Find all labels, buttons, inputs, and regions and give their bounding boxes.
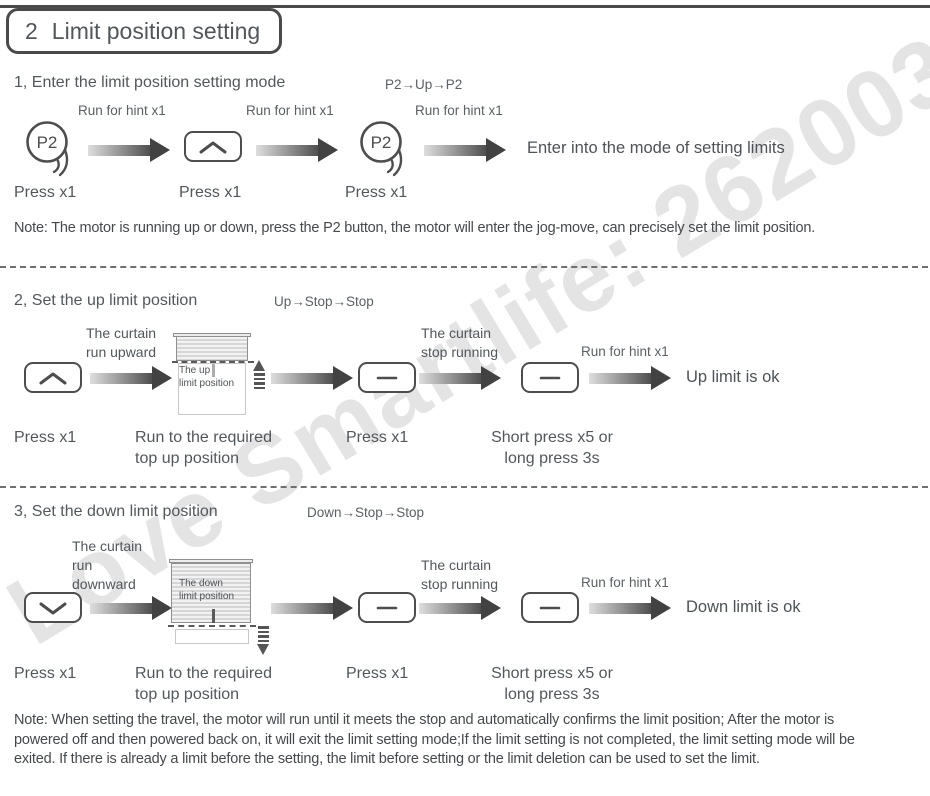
top-border-line <box>0 5 930 8</box>
run-hint-label: Run for hint x1 <box>78 103 166 118</box>
up-button-icon <box>184 131 242 162</box>
flow-arrow <box>88 138 170 162</box>
press-label: Press x1 <box>345 184 408 201</box>
chevron-down-icon <box>39 602 67 614</box>
flow-arrow <box>271 596 353 620</box>
flow-arrow <box>589 366 671 390</box>
minus-icon <box>539 606 561 609</box>
section1-result: Enter into the mode of setting limits <box>527 139 785 157</box>
section2-heading: 2, Set the up limit position <box>14 292 198 309</box>
flow-arrow <box>419 596 501 620</box>
curtain-body <box>171 563 251 623</box>
limit-label: The up <box>179 365 211 376</box>
run-hint-label: Run for hint x1 <box>581 575 669 590</box>
limit-label: limit position <box>179 378 235 389</box>
limit-dash-line <box>172 361 254 363</box>
up-direction-arrow-icon <box>252 360 266 391</box>
p2-icon-label: P2 <box>371 133 392 152</box>
press-label: Press x1 <box>346 429 409 446</box>
dashed-divider <box>0 486 928 488</box>
down-direction-arrow-icon <box>256 626 270 655</box>
limit-label: limit position <box>179 591 235 602</box>
title-text: Limit position setting <box>51 17 261 44</box>
run-hint-label: Run for hint x1 <box>246 103 334 118</box>
curtain-down-diagram: The down limit position <box>168 559 272 661</box>
minus-icon <box>539 376 561 379</box>
stop-button-icon <box>521 592 579 623</box>
title-number: 2 <box>25 17 38 44</box>
footer-note: Note: When setting the travel, the motor… <box>14 712 855 767</box>
up-button-icon <box>24 362 82 393</box>
press-label: Press x1 <box>346 665 409 682</box>
press-label: Press x1 <box>14 429 77 446</box>
run-required-label: Run to the required top up position <box>135 429 272 467</box>
p2-icon-label: P2 <box>37 133 58 152</box>
curtain-roller <box>176 336 248 361</box>
short-press-label: Short press x5 or long press 3s <box>491 429 613 467</box>
stop-button-icon <box>358 362 416 393</box>
press-label: Press x1 <box>14 184 77 201</box>
stop-button-icon <box>358 592 416 623</box>
short-press-label: Short press x5 or long press 3s <box>491 665 613 703</box>
curtain-open-area: The up limit position <box>178 363 246 415</box>
flow-arrow <box>90 366 172 390</box>
down-button-icon <box>24 592 82 623</box>
curtain-move-label: The curtain run upward <box>86 325 157 360</box>
run-hint-label: Run for hint x1 <box>581 344 669 359</box>
section3-sequence: Down→Stop→Stop <box>307 505 425 520</box>
curtain-roller-lip <box>169 559 253 563</box>
curtain-stop-label: The curtain stop running <box>421 557 499 592</box>
chevron-up-icon <box>199 141 227 153</box>
run-required-label: Run to the required top up position <box>135 665 272 703</box>
curtain-move-label: The curtain run downward <box>72 538 143 592</box>
dashed-divider <box>0 266 928 268</box>
chevron-up-icon <box>39 372 67 384</box>
section1-note: Note: The motor is running up or down, p… <box>14 220 816 236</box>
p2-button-icon: P2 <box>22 119 78 185</box>
minus-icon <box>376 606 398 609</box>
stop-button-icon <box>521 362 579 393</box>
curtain-up-diagram: The up limit position <box>172 333 268 421</box>
section3-result: Down limit is ok <box>686 598 801 616</box>
run-hint-label: Run for hint x1 <box>415 103 503 118</box>
minus-icon <box>376 376 398 379</box>
section2-result: Up limit is ok <box>686 368 780 386</box>
flow-arrow <box>90 596 172 620</box>
section2-sequence: Up→Stop→Stop <box>274 294 374 309</box>
curtain-open-area <box>175 629 249 644</box>
flow-arrow <box>419 366 501 390</box>
page-title: 2 Limit position setting <box>6 8 282 54</box>
p2-button-icon: P2 <box>356 119 412 185</box>
curtain-stop-label: The curtain stop running <box>421 325 499 360</box>
section1-heading: 1, Enter the limit position setting mode <box>14 74 286 91</box>
press-label: Press x1 <box>179 184 242 201</box>
flow-arrow <box>424 138 506 162</box>
limit-tick <box>212 609 215 623</box>
section1-sequence: P2→Up→P2 <box>385 77 463 92</box>
limit-label: The down <box>179 578 223 589</box>
flow-arrow <box>589 596 671 620</box>
flow-arrow <box>271 366 353 390</box>
flow-arrow <box>256 138 338 162</box>
press-label: Press x1 <box>14 665 77 682</box>
section3-heading: 3, Set the down limit position <box>14 503 218 520</box>
limit-dash-line <box>168 625 256 627</box>
